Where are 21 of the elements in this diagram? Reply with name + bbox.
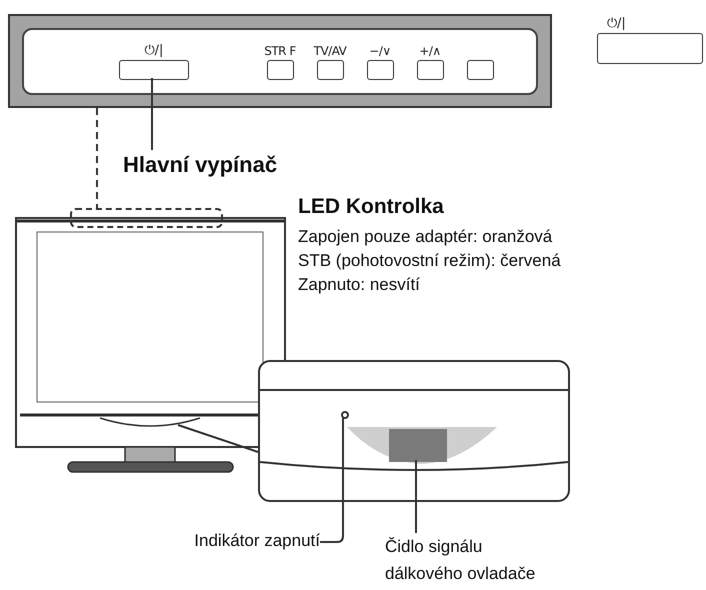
led-area-outline bbox=[70, 208, 223, 228]
leader-line bbox=[96, 108, 98, 208]
callout-text: Čidlo signálu dálkového ovladače bbox=[385, 536, 536, 585]
control-panel bbox=[8, 14, 552, 108]
status-text: Zapojen pouze adaptér: oranžová bbox=[298, 228, 552, 245]
heading: LED Kontrolka bbox=[298, 196, 444, 217]
button-label: +/∧ bbox=[419, 45, 441, 57]
leader-line bbox=[151, 78, 153, 150]
remote-sensor bbox=[389, 429, 447, 462]
status-text: Zapnuto: nesvítí bbox=[298, 276, 420, 293]
button-label: TV/AV bbox=[314, 45, 346, 57]
leader-line bbox=[415, 460, 417, 533]
button-label: ⏻/| bbox=[144, 44, 164, 57]
button-label: ⏻/| bbox=[607, 17, 626, 30]
button-label: −/∨ bbox=[369, 45, 391, 57]
button-label: STR F bbox=[264, 45, 296, 57]
power-indicator-light bbox=[341, 411, 349, 419]
callout-label: Hlavní vypínač bbox=[123, 151, 278, 179]
status-text: STB (pohotovostní režim): červená bbox=[298, 252, 561, 269]
leader-line bbox=[320, 417, 344, 543]
callout-text: Indikátor zapnutí bbox=[194, 530, 320, 552]
